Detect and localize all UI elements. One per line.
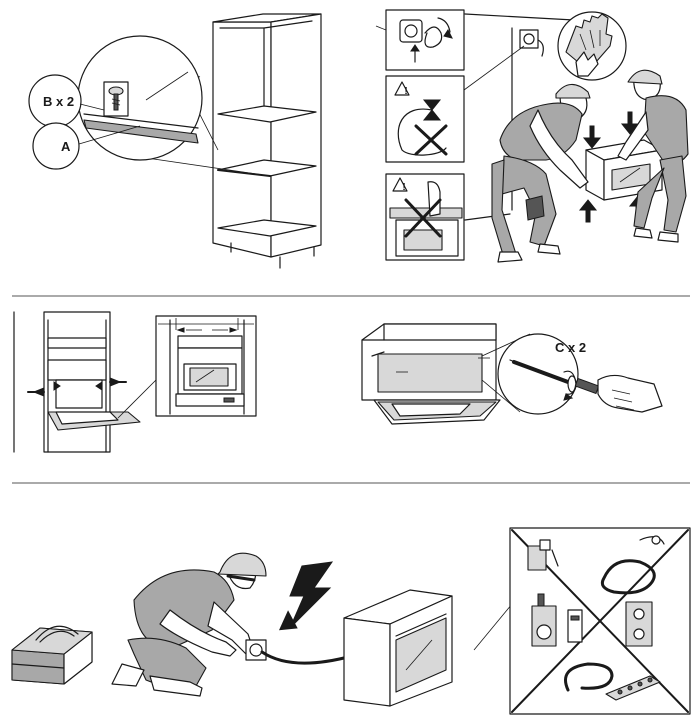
panel-screw-fixing: C x 2 [361, 323, 663, 425]
panel-electrical [11, 527, 691, 715]
screw-c-magnifier [497, 333, 579, 415]
worker-left [491, 83, 591, 263]
label-a-callout: A [32, 122, 141, 170]
gloves-icon [557, 11, 627, 81]
socket-inset [385, 9, 465, 71]
label-screw-c: C x 2 [555, 340, 586, 355]
floor-socket [245, 639, 267, 661]
label-screw-b: B x 2 [43, 94, 74, 109]
arrow-down-socket [278, 610, 298, 631]
wall-socket [519, 29, 544, 57]
panel-cabinet-strip: B x 2 A [28, 13, 322, 269]
cable-reel-icon [600, 535, 665, 595]
power-cable [260, 650, 354, 665]
tall-cabinet [212, 13, 322, 269]
screwdriver-hand [574, 374, 663, 413]
label-b-callout: B x 2 [28, 74, 105, 128]
warning-glyph-2: ! [402, 182, 405, 193]
lightning-icon [289, 561, 334, 629]
panel-gap-check [13, 311, 257, 453]
plug-adapter-icon [527, 539, 559, 571]
electrical-oven [343, 589, 453, 707]
double-socket-icon [625, 601, 653, 647]
screw-b-icon [103, 81, 129, 117]
built-in-cabinet [27, 311, 141, 453]
forbidden-accessories-box [509, 527, 691, 715]
extension-strip-icon [564, 662, 661, 701]
carried-oven [585, 139, 663, 201]
warning-door-inset: ! [385, 173, 465, 261]
leader-forbidden [473, 603, 513, 651]
toolbox-icon [11, 625, 93, 685]
warning-cable-inset: ! [385, 75, 465, 163]
gap-detail-inset [155, 315, 257, 417]
kneeling-electrician [111, 552, 267, 697]
warning-glyph-1: ! [404, 86, 407, 97]
timer-plug-icon [531, 593, 583, 647]
worker-right [617, 69, 689, 243]
panel-lift-oven: ! ! [375, 9, 689, 263]
magnifier-callout [77, 35, 271, 177]
open-oven [361, 323, 501, 425]
label-strip-a: A [61, 139, 71, 154]
